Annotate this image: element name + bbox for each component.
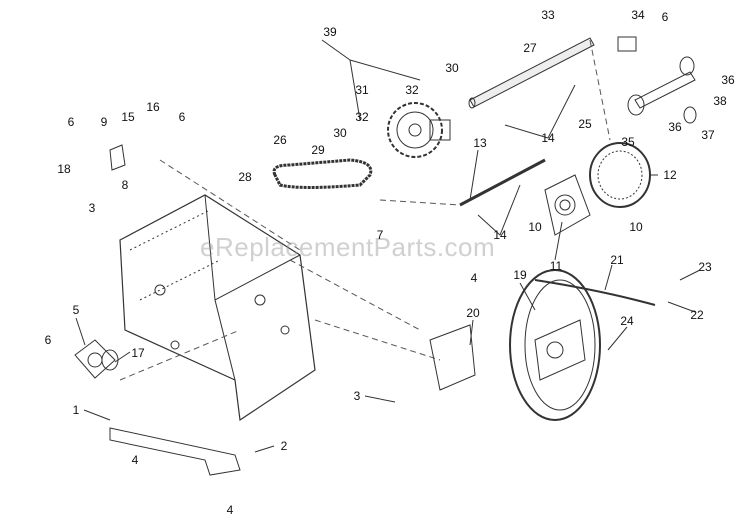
callout-9: 9 — [100, 115, 108, 129]
callout-10: 10 — [528, 220, 542, 234]
callout-39: 39 — [323, 25, 337, 39]
callout-30: 30 — [445, 61, 459, 75]
callout-31: 31 — [355, 83, 369, 97]
callout-18: 18 — [57, 162, 71, 176]
callout-32: 32 — [405, 83, 419, 97]
sprocket — [387, 102, 451, 158]
callout-11: 11 — [549, 259, 563, 273]
callout-35: 35 — [621, 135, 635, 149]
callout-7: 7 — [376, 228, 384, 242]
callout-36b: 36 — [668, 120, 682, 134]
housing-frame — [119, 194, 316, 422]
callout-33: 33 — [541, 8, 555, 22]
watermark: eReplacementParts.com — [200, 232, 496, 262]
callout-4b: 4 — [131, 453, 139, 467]
callout-4c: 4 — [226, 503, 234, 517]
callout-1: 1 — [72, 403, 80, 417]
callout-3b: 3 — [353, 389, 361, 403]
rod — [534, 279, 656, 306]
assembly-lines — [119, 39, 611, 381]
callout-2: 2 — [280, 439, 288, 453]
callout-6: 6 — [661, 10, 669, 24]
callout-19: 19 — [513, 268, 527, 282]
callout-15: 15 — [121, 110, 135, 124]
callout-38: 38 — [713, 94, 727, 108]
callout-16: 16 — [146, 100, 160, 114]
callout-25: 25 — [578, 117, 592, 131]
pulley — [589, 142, 651, 208]
callout-28: 28 — [238, 170, 252, 184]
lever — [109, 427, 241, 476]
callout-10b: 10 — [629, 220, 643, 234]
axle-shaft — [468, 37, 595, 109]
callout-30b: 30 — [333, 126, 347, 140]
callout-32b: 32 — [355, 110, 369, 124]
callout-20: 20 — [466, 306, 480, 320]
callout-24: 24 — [620, 314, 634, 328]
callout-5: 5 — [72, 303, 80, 317]
leader-lines — [75, 39, 701, 453]
callout-26: 26 — [273, 133, 287, 147]
callout-13: 13 — [473, 136, 487, 150]
callout-37: 37 — [701, 128, 715, 142]
bracket — [429, 324, 476, 391]
callout-23: 23 — [698, 260, 712, 274]
callout-22: 22 — [690, 308, 704, 322]
callout-3: 3 — [88, 201, 96, 215]
callout-17: 17 — [131, 346, 145, 360]
callout-6d: 6 — [44, 333, 52, 347]
callout-8: 8 — [121, 178, 129, 192]
callout-12: 12 — [663, 168, 677, 182]
bearing — [74, 339, 119, 379]
drive-pulley — [509, 269, 601, 421]
callout-6c: 6 — [178, 110, 186, 124]
callout-4: 4 — [470, 271, 478, 285]
callout-21: 21 — [610, 253, 624, 267]
callout-6b: 6 — [67, 115, 75, 129]
callout-14b: 14 — [493, 228, 507, 242]
right-parts — [617, 36, 697, 124]
callout-27: 27 — [523, 41, 537, 55]
callout-34: 34 — [631, 8, 645, 22]
drive-chain — [272, 158, 373, 189]
callout-29: 29 — [311, 143, 325, 157]
callout-36: 36 — [721, 73, 735, 87]
bearing-bracket — [544, 174, 591, 236]
bracket-small — [109, 144, 126, 171]
shaft — [459, 158, 546, 207]
callout-14: 14 — [541, 131, 555, 145]
